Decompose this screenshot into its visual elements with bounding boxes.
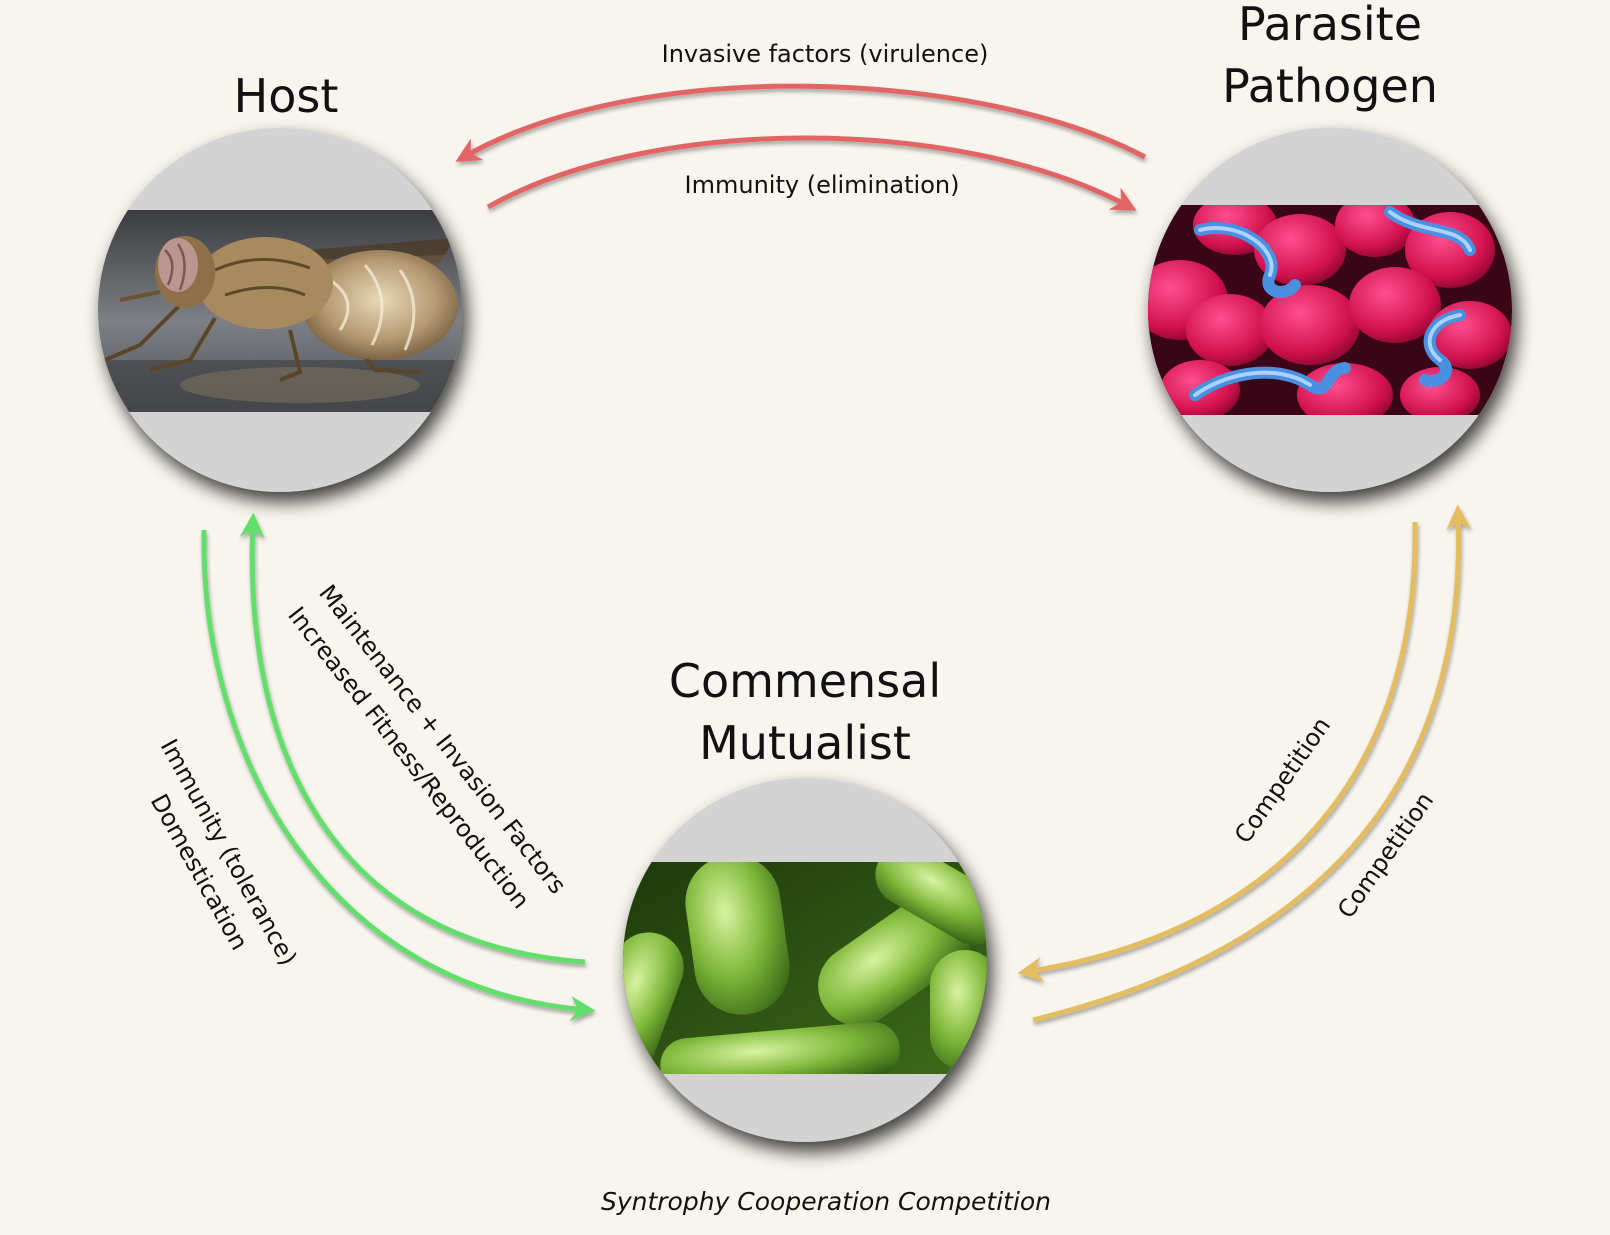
commensal-title-line2: Mutualist [699,716,911,770]
label-parasite-to-commensal-text: Competition [1229,712,1336,848]
parasite-title-line2: Pathogen [1222,59,1438,113]
label-commensal-to-host-line1: Maintenance + Invasion Factors [313,579,571,899]
arrow-commensal-to-host [239,512,586,965]
label-commensal-to-host-line2-group: Increased Fitness/Reproduction [282,601,535,914]
arrow-host-to-parasite [486,135,1137,211]
label-parasite-to-commensal: Competition [1229,712,1336,848]
label-parasite-to-host: Invasive factors (virulence) [662,40,989,68]
arrow-commensal-to-parasite [1032,504,1472,1023]
arrow-parasite-to-commensal [1017,521,1418,982]
label-commensal-to-host: Maintenance + Invasion Factors [313,579,571,899]
arrow-parasite-to-host [455,83,1147,162]
label-commensal-to-host-line2: Increased Fitness/Reproduction [282,601,535,914]
parasite-title-line1: Parasite [1238,0,1422,51]
parasite-node: Parasite Pathogen [1148,0,1512,492]
footer-caption: Syntrophy Cooperation Competition [601,1187,1051,1216]
label-host-to-parasite: Immunity (elimination) [685,171,960,199]
commensal-node: Commensal Mutualist [623,654,987,1142]
tsetse-fly-photo-icon [98,128,462,492]
trypanosome-blood-cells-photo-icon [1148,128,1512,492]
rod-bacteria-photo-icon [623,778,987,1142]
arrow-host-to-commensal [201,529,596,1022]
host-title: Host [234,69,339,123]
host-node: Host [98,69,462,492]
commensal-title-line1: Commensal [669,654,941,708]
